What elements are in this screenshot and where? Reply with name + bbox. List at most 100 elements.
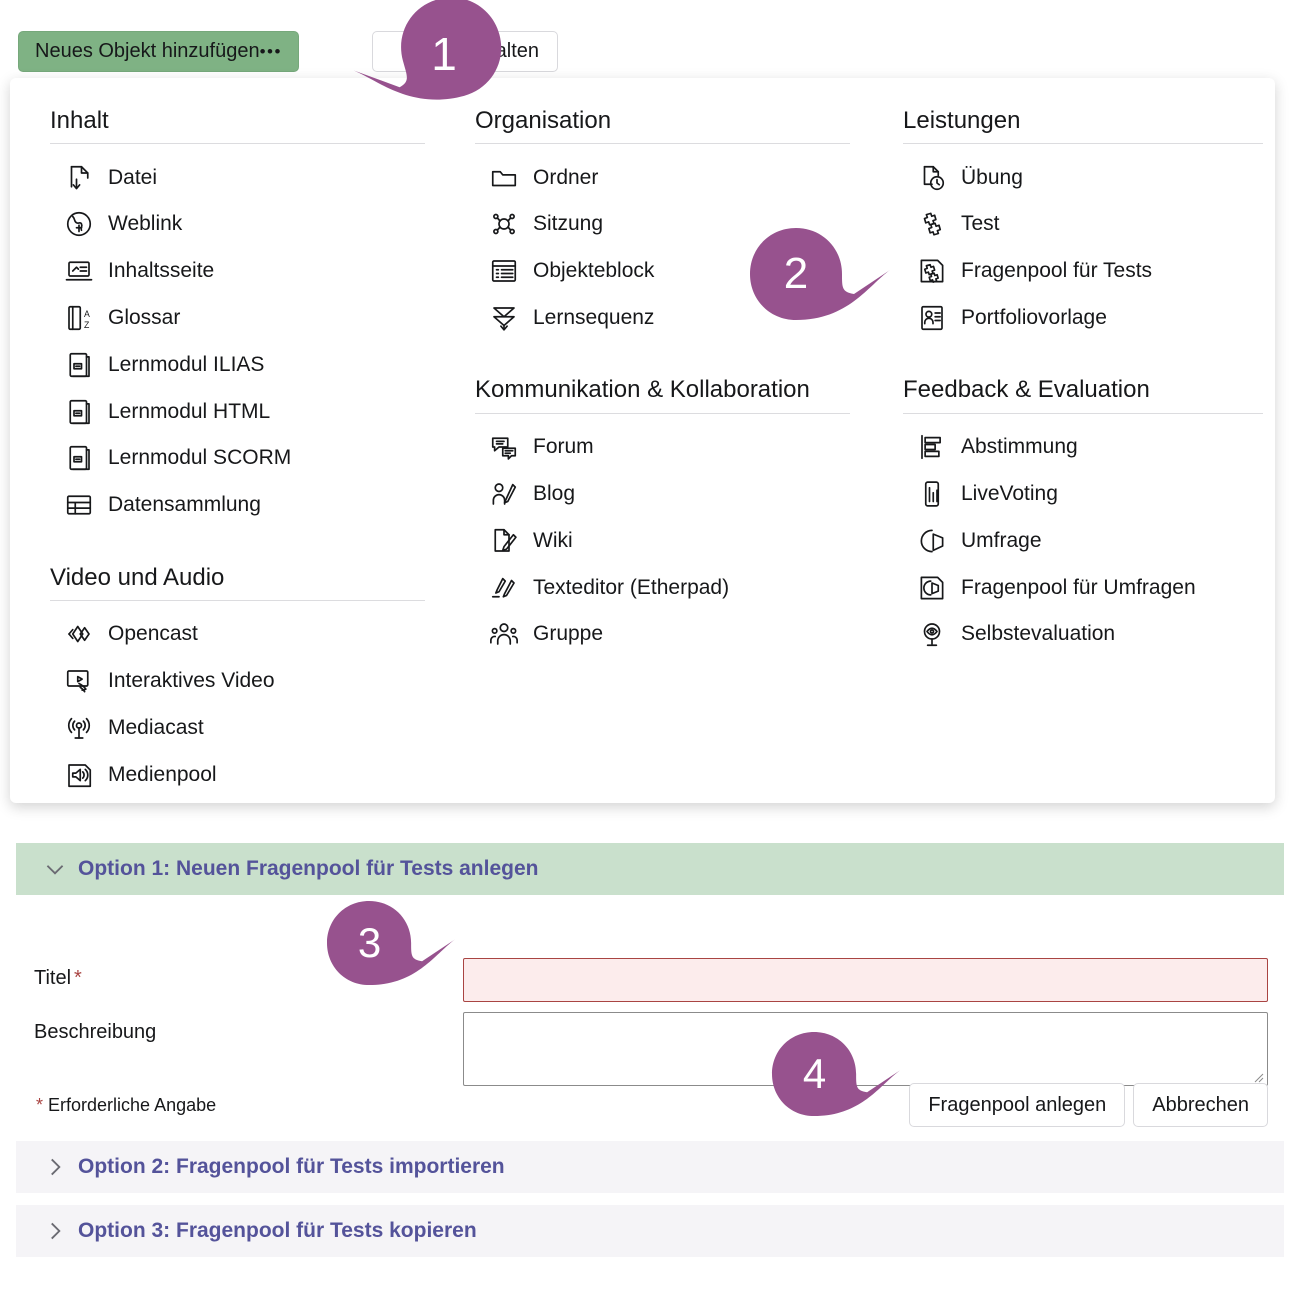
callout-number-2: 2 [783, 249, 809, 298]
required-hint-asterisk: * [36, 1095, 44, 1115]
learning-module-icon [69, 446, 90, 471]
dropdown-item-label: Glossar [108, 306, 181, 330]
dropdown-item-inhaltsseite[interactable]: Inhaltsseite [50, 248, 425, 295]
accordion-header-option-2[interactable]: Option 2: Fragenpool für Tests importier… [16, 1141, 1284, 1193]
dropdown-item-forum[interactable]: Forum [475, 424, 850, 471]
test-puzzle-icon [923, 212, 942, 237]
dropdown-item-label: Datei [108, 165, 158, 189]
glossary-az-icon: AZ [68, 305, 90, 331]
session-nodes-icon [493, 214, 515, 235]
question-pool-test-icon [920, 259, 944, 284]
dropdown-item-fragenpool-f-r-tests[interactable]: Fragenpool für Tests [903, 248, 1263, 295]
forum-bubbles-icon [491, 437, 517, 460]
dropdown-item-opencast[interactable]: Opencast [50, 611, 425, 658]
teardrop-left-shape [353, 0, 502, 100]
required-hint-text: Erforderliche Angabe [48, 1095, 217, 1115]
dropdown-item-abstimmung[interactable]: Abstimmung [903, 424, 1263, 471]
exercise-clock-icon [923, 165, 945, 190]
dropdown-item-mediacast[interactable]: Mediacast [50, 705, 425, 752]
dropdown-item-sitzung[interactable]: Sitzung [475, 201, 850, 248]
dropdown-item-interaktives-video[interactable]: Interaktives Video [50, 658, 425, 705]
dropdown-item-label: Lernsequenz [533, 306, 655, 330]
dropdown-item-lernmodul-html[interactable]: Lernmodul HTML [50, 388, 425, 435]
dropdown-item-label: Inhaltsseite [108, 259, 215, 283]
accordion-header-option-1[interactable]: Option 1: Neuen Fragenpool für Tests anl… [16, 843, 1284, 895]
beschreibung-textarea[interactable] [463, 1012, 1268, 1086]
create-question-pool-form: Option 1: Neuen Fragenpool für Tests anl… [16, 843, 1284, 1257]
interactive-video-icon [66, 670, 89, 693]
create-pool-button[interactable]: Fragenpool anlegen [909, 1083, 1126, 1127]
blog-person-pencil-icon [492, 483, 517, 505]
dropdown-group-title: Leistungen [903, 106, 1263, 145]
dropdown-item-blog[interactable]: Blog [475, 471, 850, 518]
dropdown-item-gruppe[interactable]: Gruppe [475, 611, 850, 658]
dropdown-item-lernmodul-ilias[interactable]: Lernmodul ILIAS [50, 341, 425, 388]
dropdown-item-wiki[interactable]: Wiki [475, 517, 850, 564]
dropdown-group-title: Kommunikation & Kollaboration [475, 375, 850, 414]
dropdown-item-fragenpool-f-r-umfragen[interactable]: Fragenpool für Umfragen [903, 564, 1263, 611]
dropdown-item-label: Lernmodul HTML [108, 399, 271, 423]
opencast-diamond-icon [68, 625, 90, 643]
svg-text:A: A [84, 309, 90, 319]
dropdown-group-title: Feedback & Evaluation [903, 375, 1263, 414]
dropdown-item-test[interactable]: Test [903, 201, 1263, 248]
dropdown-item-selbstevaluation[interactable]: Selbstevaluation [903, 611, 1263, 658]
dropdown-item-datensammlung[interactable]: Datensammlung [50, 482, 425, 529]
folder-icon [491, 170, 517, 186]
resize-handle-icon[interactable] [1252, 1071, 1264, 1083]
dropdown-item-label: Objekteblock [533, 259, 655, 283]
question-pool-survey-icon [920, 576, 944, 599]
dropdown-item-lernsequenz[interactable]: Lernsequenz [475, 295, 850, 342]
accordion-title-option-1: Option 1: Neuen Fragenpool für Tests anl… [78, 857, 539, 880]
dropdown-item-datei[interactable]: Datei [50, 154, 425, 201]
dropdown-item-label: Übung [961, 165, 1023, 189]
wiki-page-pencil-icon [494, 528, 517, 552]
dropdown-item-livevoting[interactable]: LiveVoting [903, 471, 1263, 518]
callout-marker-3: 3 [327, 898, 455, 988]
dropdown-item-texteditor-etherpad[interactable]: Texteditor (Etherpad) [475, 564, 850, 611]
learning-sequence-icon [493, 307, 515, 331]
titel-label-row: Titel * [34, 967, 82, 990]
dropdown-item-label: Test [961, 212, 1000, 236]
dropdown-item-label: Portfoliovorlage [961, 306, 1107, 330]
dropdown-group-title: Inhalt [50, 106, 425, 145]
accordion-spacer [16, 1193, 1284, 1205]
table-grid-icon [66, 495, 92, 515]
callout-number-1: 1 [431, 28, 457, 80]
titel-input[interactable] [463, 958, 1268, 1002]
add-new-object-button[interactable]: Neues Objekt hinzufügen••• [18, 31, 299, 72]
add-new-object-label: Neues Objekt hinzufügen [35, 40, 260, 62]
etherpad-pencil-icon [491, 577, 515, 598]
dropdown-item-weblink[interactable]: Weblink [50, 201, 425, 248]
accordion-header-option-3[interactable]: Option 3: Fragenpool für Tests kopieren [16, 1205, 1284, 1257]
form-action-buttons: Fragenpool anlegen Abbrechen [909, 1083, 1268, 1127]
beschreibung-label: Beschreibung [34, 1021, 157, 1043]
teardrop-right-shape [772, 1031, 900, 1117]
dropdown-item-label: Datensammlung [108, 493, 261, 517]
dropdown-item-bung[interactable]: Übung [903, 154, 1263, 201]
dropdown-item-label: Abstimmung [961, 435, 1078, 459]
option-1-body: Titel * Beschreibung * Erforderliche Ang… [16, 895, 1284, 1141]
portfolio-template-icon [921, 305, 943, 331]
cancel-button[interactable]: Abbrechen [1133, 1083, 1268, 1127]
dropdown-item-label: Texteditor (Etherpad) [533, 575, 730, 599]
accordion-title-option-3: Option 3: Fragenpool für Tests kopieren [78, 1219, 477, 1242]
dropdown-item-medienpool[interactable]: Medienpool [50, 751, 425, 798]
dropdown-item-umfrage[interactable]: Umfrage [903, 517, 1263, 564]
dropdown-item-portfoliovorlage[interactable]: Portfoliovorlage [903, 295, 1263, 342]
dropdown-item-ordner[interactable]: Ordner [475, 154, 850, 201]
top-toolbar: Neues Objekt hinzufügen••• alten [0, 0, 1300, 84]
dropdown-item-label: Fragenpool für Umfragen [961, 575, 1196, 599]
dropdown-item-objekteblock[interactable]: Objekteblock [475, 248, 850, 295]
callout-number-3: 3 [357, 919, 382, 966]
callout-marker-4: 4 [772, 1030, 900, 1118]
dropdown-item-label: Medienpool [108, 762, 217, 786]
content-page-icon [65, 261, 93, 281]
dropdown-item-lernmodul-scorm[interactable]: Lernmodul SCORM [50, 435, 425, 482]
beschreibung-label-row: Beschreibung [34, 1021, 156, 1044]
